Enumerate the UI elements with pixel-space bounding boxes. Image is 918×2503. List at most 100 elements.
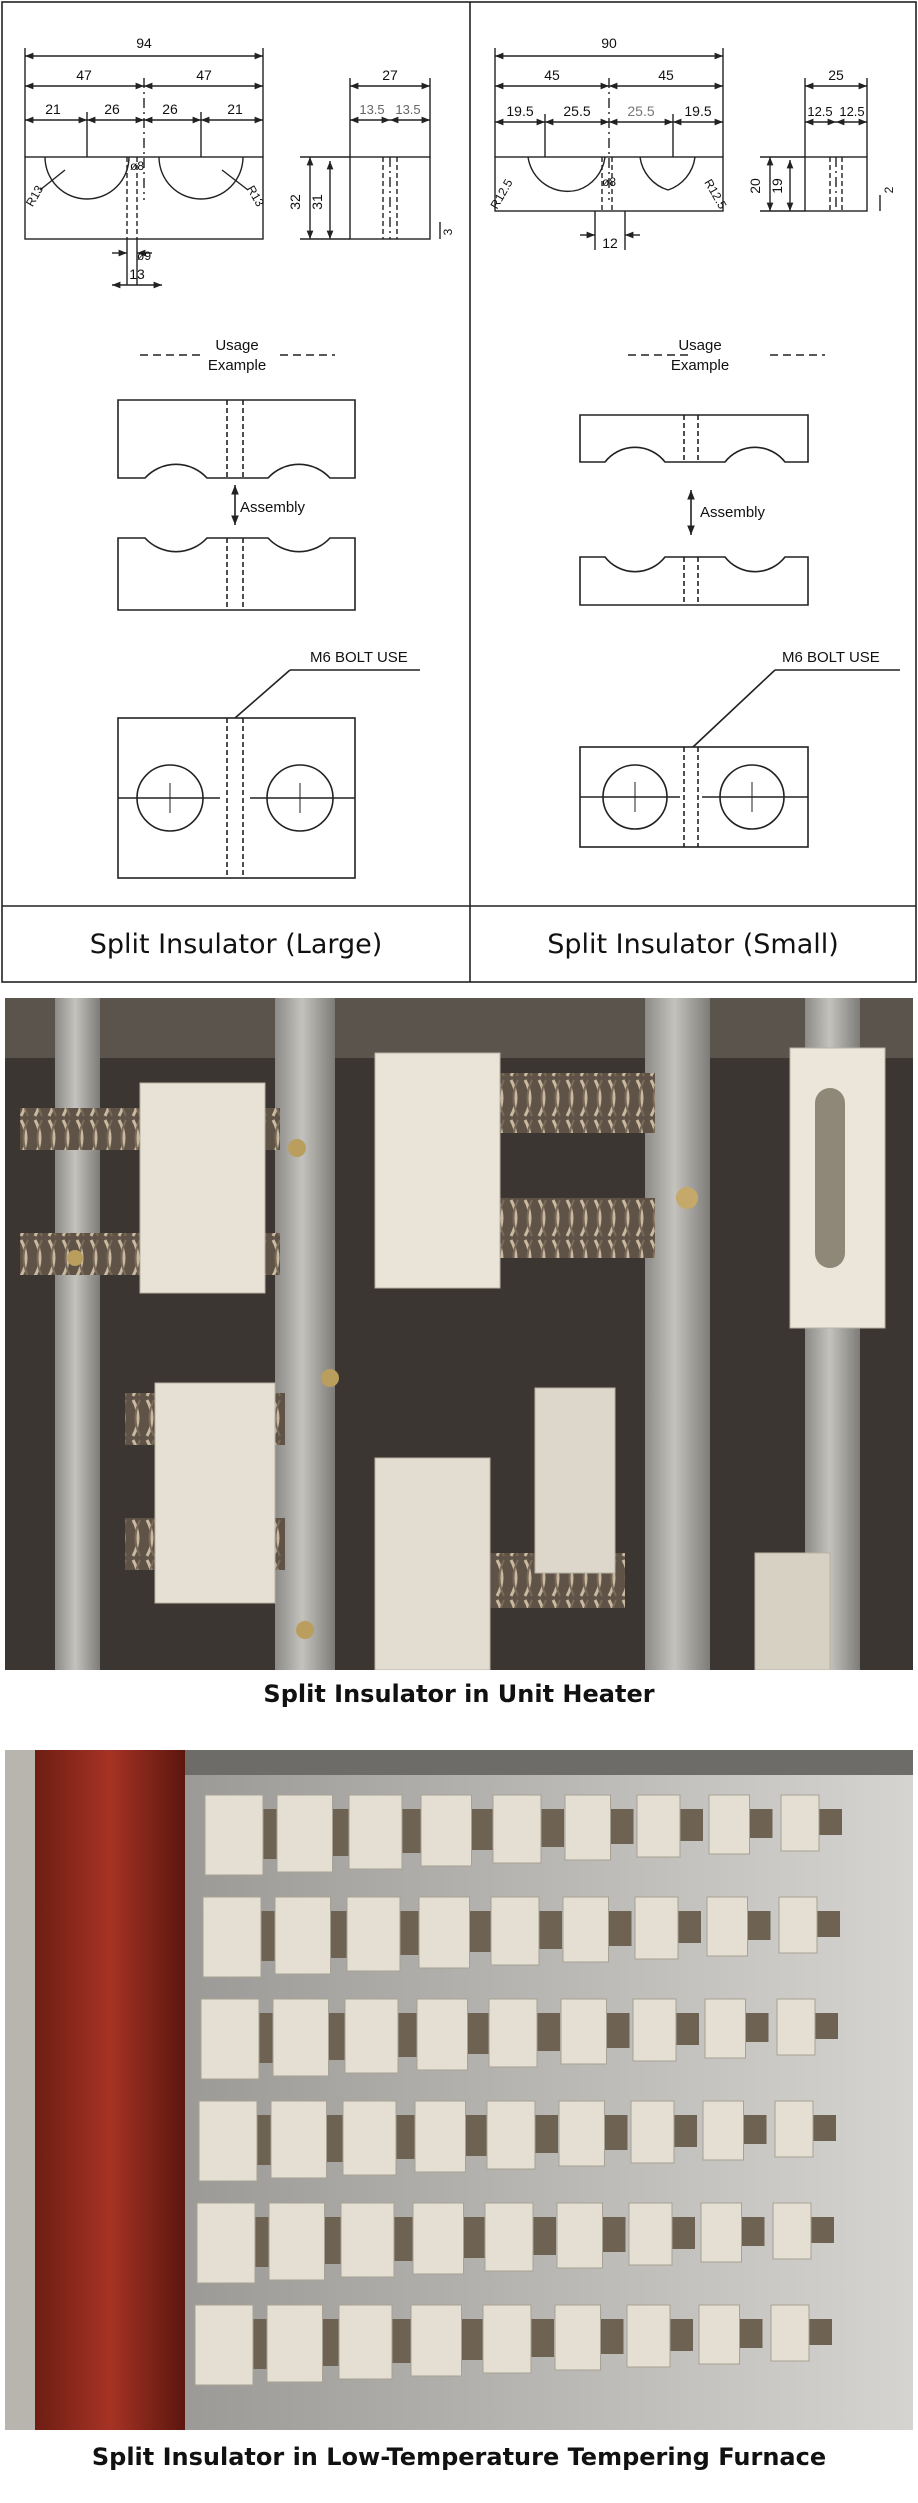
insulator-block xyxy=(770,2304,810,2362)
dim-height-outer: 32 xyxy=(287,194,303,210)
dim-radius-left: R13 xyxy=(23,183,46,209)
large-usage-labels: Usage Example Assembly M6 BOLT USE xyxy=(208,337,408,666)
assembly-label-small: Assembly xyxy=(700,504,766,521)
dim-side-half-a: 13.5 xyxy=(359,102,384,117)
insulator-block xyxy=(276,1794,333,1873)
dim-radius-right-small: R12.5 xyxy=(701,177,729,212)
usage-title-1-small: Usage xyxy=(678,337,721,354)
dim-side-width-small: 25 xyxy=(828,67,844,83)
dim-c: 26 xyxy=(162,101,178,117)
unit-heater-photo xyxy=(5,998,913,1670)
large-usage-example xyxy=(117,354,420,879)
small-usage-example xyxy=(579,354,900,848)
insulator-block xyxy=(270,2100,327,2179)
caption-large: Split Insulator (Large) xyxy=(89,928,383,960)
small-dimension-drawing xyxy=(494,48,881,250)
insulator-block xyxy=(274,1896,331,1975)
insulator-block xyxy=(412,2202,464,2275)
insulator-block xyxy=(348,1794,403,1870)
usage-title-2: Example xyxy=(208,357,266,374)
insulator-block xyxy=(484,2202,534,2272)
insulator-block xyxy=(560,1998,607,2065)
insulator-block xyxy=(266,2304,323,2383)
dim-overall-small: 90 xyxy=(601,35,617,51)
dim-half-right: 47 xyxy=(196,67,212,83)
small-usage-labels: Usage Example Assembly M6 BOLT USE xyxy=(671,337,880,666)
insulator-block xyxy=(268,2202,325,2281)
insulator-block xyxy=(564,1794,611,1861)
dim-radius-left-small: R12.5 xyxy=(487,176,515,211)
insulator-block xyxy=(198,2100,258,2182)
insulator-block xyxy=(416,1998,468,2071)
insulator-block xyxy=(780,1794,820,1852)
insulator-block xyxy=(204,1794,264,1876)
insulator-block xyxy=(410,2304,462,2377)
insulator-block xyxy=(418,1896,470,1969)
insulator-block xyxy=(626,2304,671,2368)
insulator-block xyxy=(346,1896,401,1972)
insulator-block xyxy=(482,2304,532,2374)
insulator-block xyxy=(558,2100,605,2167)
dim-hole-small: ø8 xyxy=(602,175,616,189)
insulator-block xyxy=(344,1998,399,2074)
insulator-block xyxy=(698,2304,740,2365)
insulator-block xyxy=(704,1998,746,2059)
insulator-block xyxy=(420,1794,472,1867)
insulator-block xyxy=(636,1794,681,1858)
insulator-block xyxy=(632,1998,677,2062)
insulator-block xyxy=(340,2202,395,2278)
dim-bottom-hole: ø9 xyxy=(137,249,151,263)
insulator-block xyxy=(488,1998,538,2068)
dim-d: 21 xyxy=(227,101,243,117)
large-dimension-drawing xyxy=(24,48,441,289)
bolt-label: M6 BOLT USE xyxy=(310,649,408,666)
dim-bottom-width-small: 12 xyxy=(602,235,618,251)
insulator-block xyxy=(554,2304,601,2371)
insulator-block xyxy=(628,2202,673,2266)
insulator-block xyxy=(772,2202,812,2260)
dim-c-small: 25.5 xyxy=(627,103,654,119)
dim-height-inner-small: 19 xyxy=(769,178,785,194)
insulator-block xyxy=(562,1896,609,1963)
dim-a-small: 19.5 xyxy=(506,103,533,119)
insulator-block xyxy=(706,1896,748,1957)
bolt-label-small: M6 BOLT USE xyxy=(782,649,880,666)
insulator-block xyxy=(200,1998,260,2080)
dim-half-left: 47 xyxy=(76,67,92,83)
insulator-block xyxy=(194,2304,254,2386)
dim-d-small: 19.5 xyxy=(684,103,711,119)
insulator-block xyxy=(414,2100,466,2173)
dim-side-width: 27 xyxy=(382,67,398,83)
drawing-frame xyxy=(1,1,917,983)
dim-bottom-width: 13 xyxy=(129,266,145,282)
insulator-block xyxy=(272,1998,329,2077)
dim-b: 26 xyxy=(104,101,120,117)
dim-side-half-a-small: 12.5 xyxy=(807,104,832,119)
insulator-block xyxy=(708,1794,750,1855)
insulator-block xyxy=(776,1998,816,2056)
dim-height-inner: 31 xyxy=(309,194,325,210)
dim-a: 21 xyxy=(45,101,61,117)
usage-title-2-small: Example xyxy=(671,357,729,374)
unit-heater-caption: Split Insulator in Unit Heater xyxy=(263,1680,655,1708)
insulator-block xyxy=(486,2100,536,2170)
insulator-block xyxy=(196,2202,256,2284)
dim-side-half-b: 13.5 xyxy=(395,102,420,117)
dim-side-small-small: 2 xyxy=(882,186,896,193)
insulator-block xyxy=(774,2100,814,2158)
insulator-block xyxy=(702,2100,744,2161)
insulator-block xyxy=(490,1896,540,1966)
technical-drawing-panel: 94 47 47 21 26 26 21 ø8 ø9 13 R13 R13 27… xyxy=(1,1,917,983)
insulator-block xyxy=(556,2202,603,2269)
dim-half-right-small: 45 xyxy=(658,67,674,83)
dim-side-small: 3 xyxy=(441,228,455,235)
insulator-block xyxy=(700,2202,742,2263)
small-dimension-labels: 90 45 45 19.5 25.5 25.5 19.5 ø8 12 R12.5… xyxy=(487,35,896,251)
dim-half-left-small: 45 xyxy=(544,67,560,83)
insulator-block xyxy=(778,1896,818,1954)
dim-side-half-b-small: 12.5 xyxy=(839,104,864,119)
dim-hole: ø8 xyxy=(130,159,144,173)
insulator-block xyxy=(338,2304,393,2380)
dim-b-small: 25.5 xyxy=(563,103,590,119)
insulator-block xyxy=(634,1896,679,1960)
